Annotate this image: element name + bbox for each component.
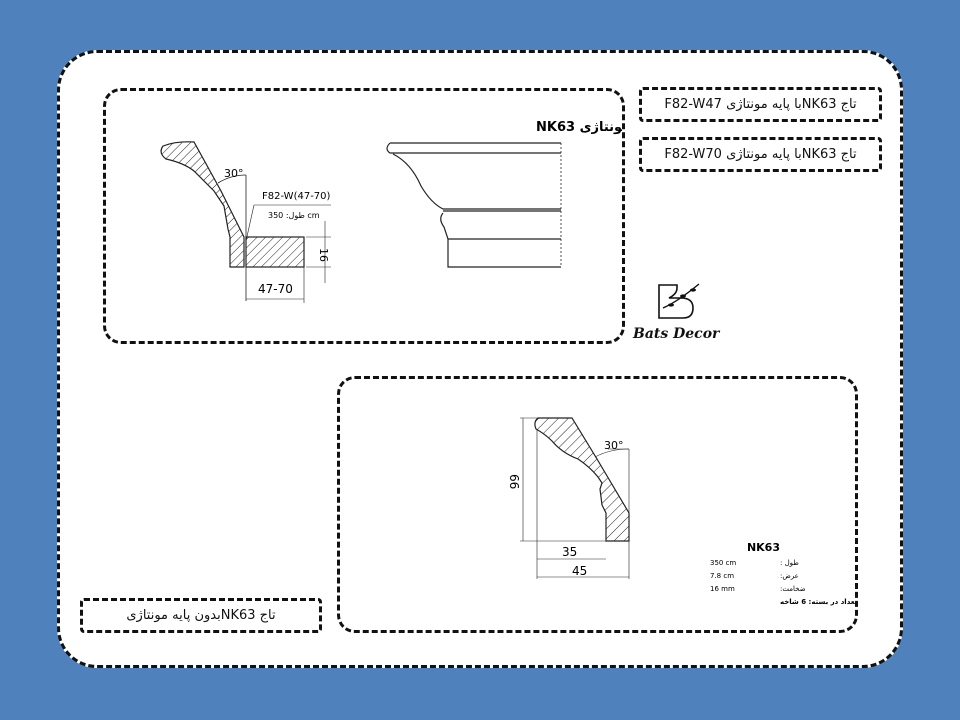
base-section xyxy=(245,236,305,268)
height-dim: 66 xyxy=(507,474,521,489)
elevation-view xyxy=(386,142,561,268)
angle-label: 30° xyxy=(224,167,244,180)
product-label-w47-text: تاج NK63با پایه مونتاژی F82-W47 xyxy=(664,97,857,112)
width-dim: 47-70 xyxy=(258,282,293,296)
spec-value: 7.8 cm xyxy=(710,572,734,580)
spec-value: 16 mm xyxy=(710,585,735,593)
product-label-w47: تاج NK63با پایه مونتاژی F82-W47 xyxy=(639,87,882,122)
assembled-profile-drawing: 30° F82-W(47-70) طول: 350 cm 16 47-70 سر… xyxy=(160,120,716,303)
spec-label: طول : xyxy=(780,559,799,567)
spec-label: ضخامت: xyxy=(780,585,806,593)
product-label-w70-text: تاج NK63با پایه مونتاژی F82-W70 xyxy=(664,147,857,162)
model-name: NK63 xyxy=(747,541,780,554)
pack-quantity: تعداد در بسته: 6 شاخه xyxy=(780,598,855,606)
product-label-no-base-text: تاج NK63بدون پایه مونتاژی xyxy=(126,608,276,623)
spec-label: عرض: xyxy=(780,572,799,580)
profile-panel: 66 30° 35 45 NK63 350 cm طول : 7.8 cm عر… xyxy=(337,376,858,633)
angle-label: 30° xyxy=(604,439,624,452)
spec-value: 350 cm xyxy=(710,559,736,567)
height-dim: 16 xyxy=(317,248,330,262)
crown-profile-section xyxy=(160,141,245,268)
outer-width-dim: 45 xyxy=(572,564,587,578)
part-code: F82-W(47-70) xyxy=(262,191,331,202)
profile-drawing: 66 30° 35 45 NK63 350 cm طول : 7.8 cm عر… xyxy=(507,417,858,606)
logo-text: Bats Decor xyxy=(633,326,720,342)
assembled-profile-panel: 30° F82-W(47-70) طول: 350 cm 16 47-70 سر… xyxy=(103,88,716,344)
product-label-no-base: تاج NK63بدون پایه مونتاژی xyxy=(80,598,322,633)
inner-width-dim: 35 xyxy=(562,545,577,559)
product-label-w70: تاج NK63با پایه مونتاژی F82-W70 xyxy=(639,137,882,172)
drawing-title: سرتاج با پایه مونتاژی NK63 xyxy=(536,120,622,135)
crown-profile-section xyxy=(534,417,630,542)
bats-decor-logo-icon xyxy=(658,283,700,319)
length-note: طول: 350 cm xyxy=(268,211,320,220)
